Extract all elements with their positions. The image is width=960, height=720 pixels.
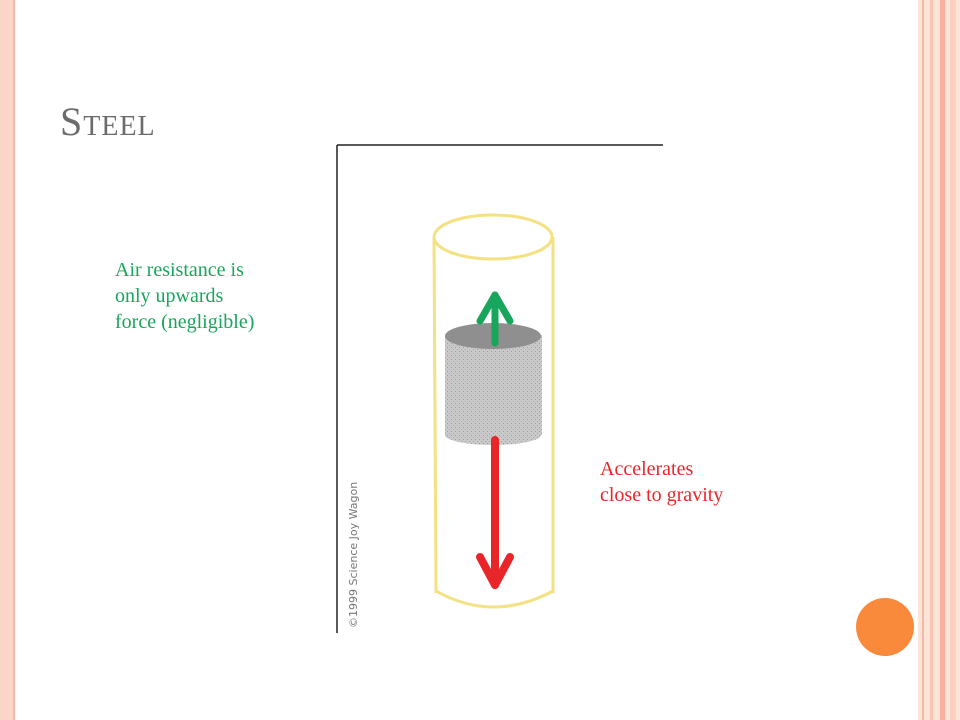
falling-steel-diagram	[335, 143, 665, 638]
slide-border-right-line-2	[930, 0, 933, 720]
orange-circle	[856, 598, 914, 656]
slide-border-right-line-3	[940, 0, 945, 720]
slide-border-left	[0, 0, 13, 720]
slide-border-right-line-1	[922, 0, 924, 720]
down-arrow-icon	[476, 436, 514, 589]
image-credit: ©1999 Science Joy Wagon	[347, 482, 360, 628]
diagram-svg	[336, 144, 663, 633]
glass-tube	[432, 213, 555, 609]
acceleration-label: Accelerates close to gravity	[600, 458, 724, 506]
steel-cylinder	[445, 323, 542, 445]
image-credit-text: ©1999 Science Joy Wagon	[347, 482, 360, 628]
up-arrow-icon	[476, 291, 514, 347]
air-resistance-label: Air resistance is only upwards force (ne…	[115, 259, 255, 333]
slide-border-left-line	[13, 0, 15, 720]
slide-border-right-line-4	[950, 0, 956, 720]
slide-title: Steel	[60, 99, 156, 144]
